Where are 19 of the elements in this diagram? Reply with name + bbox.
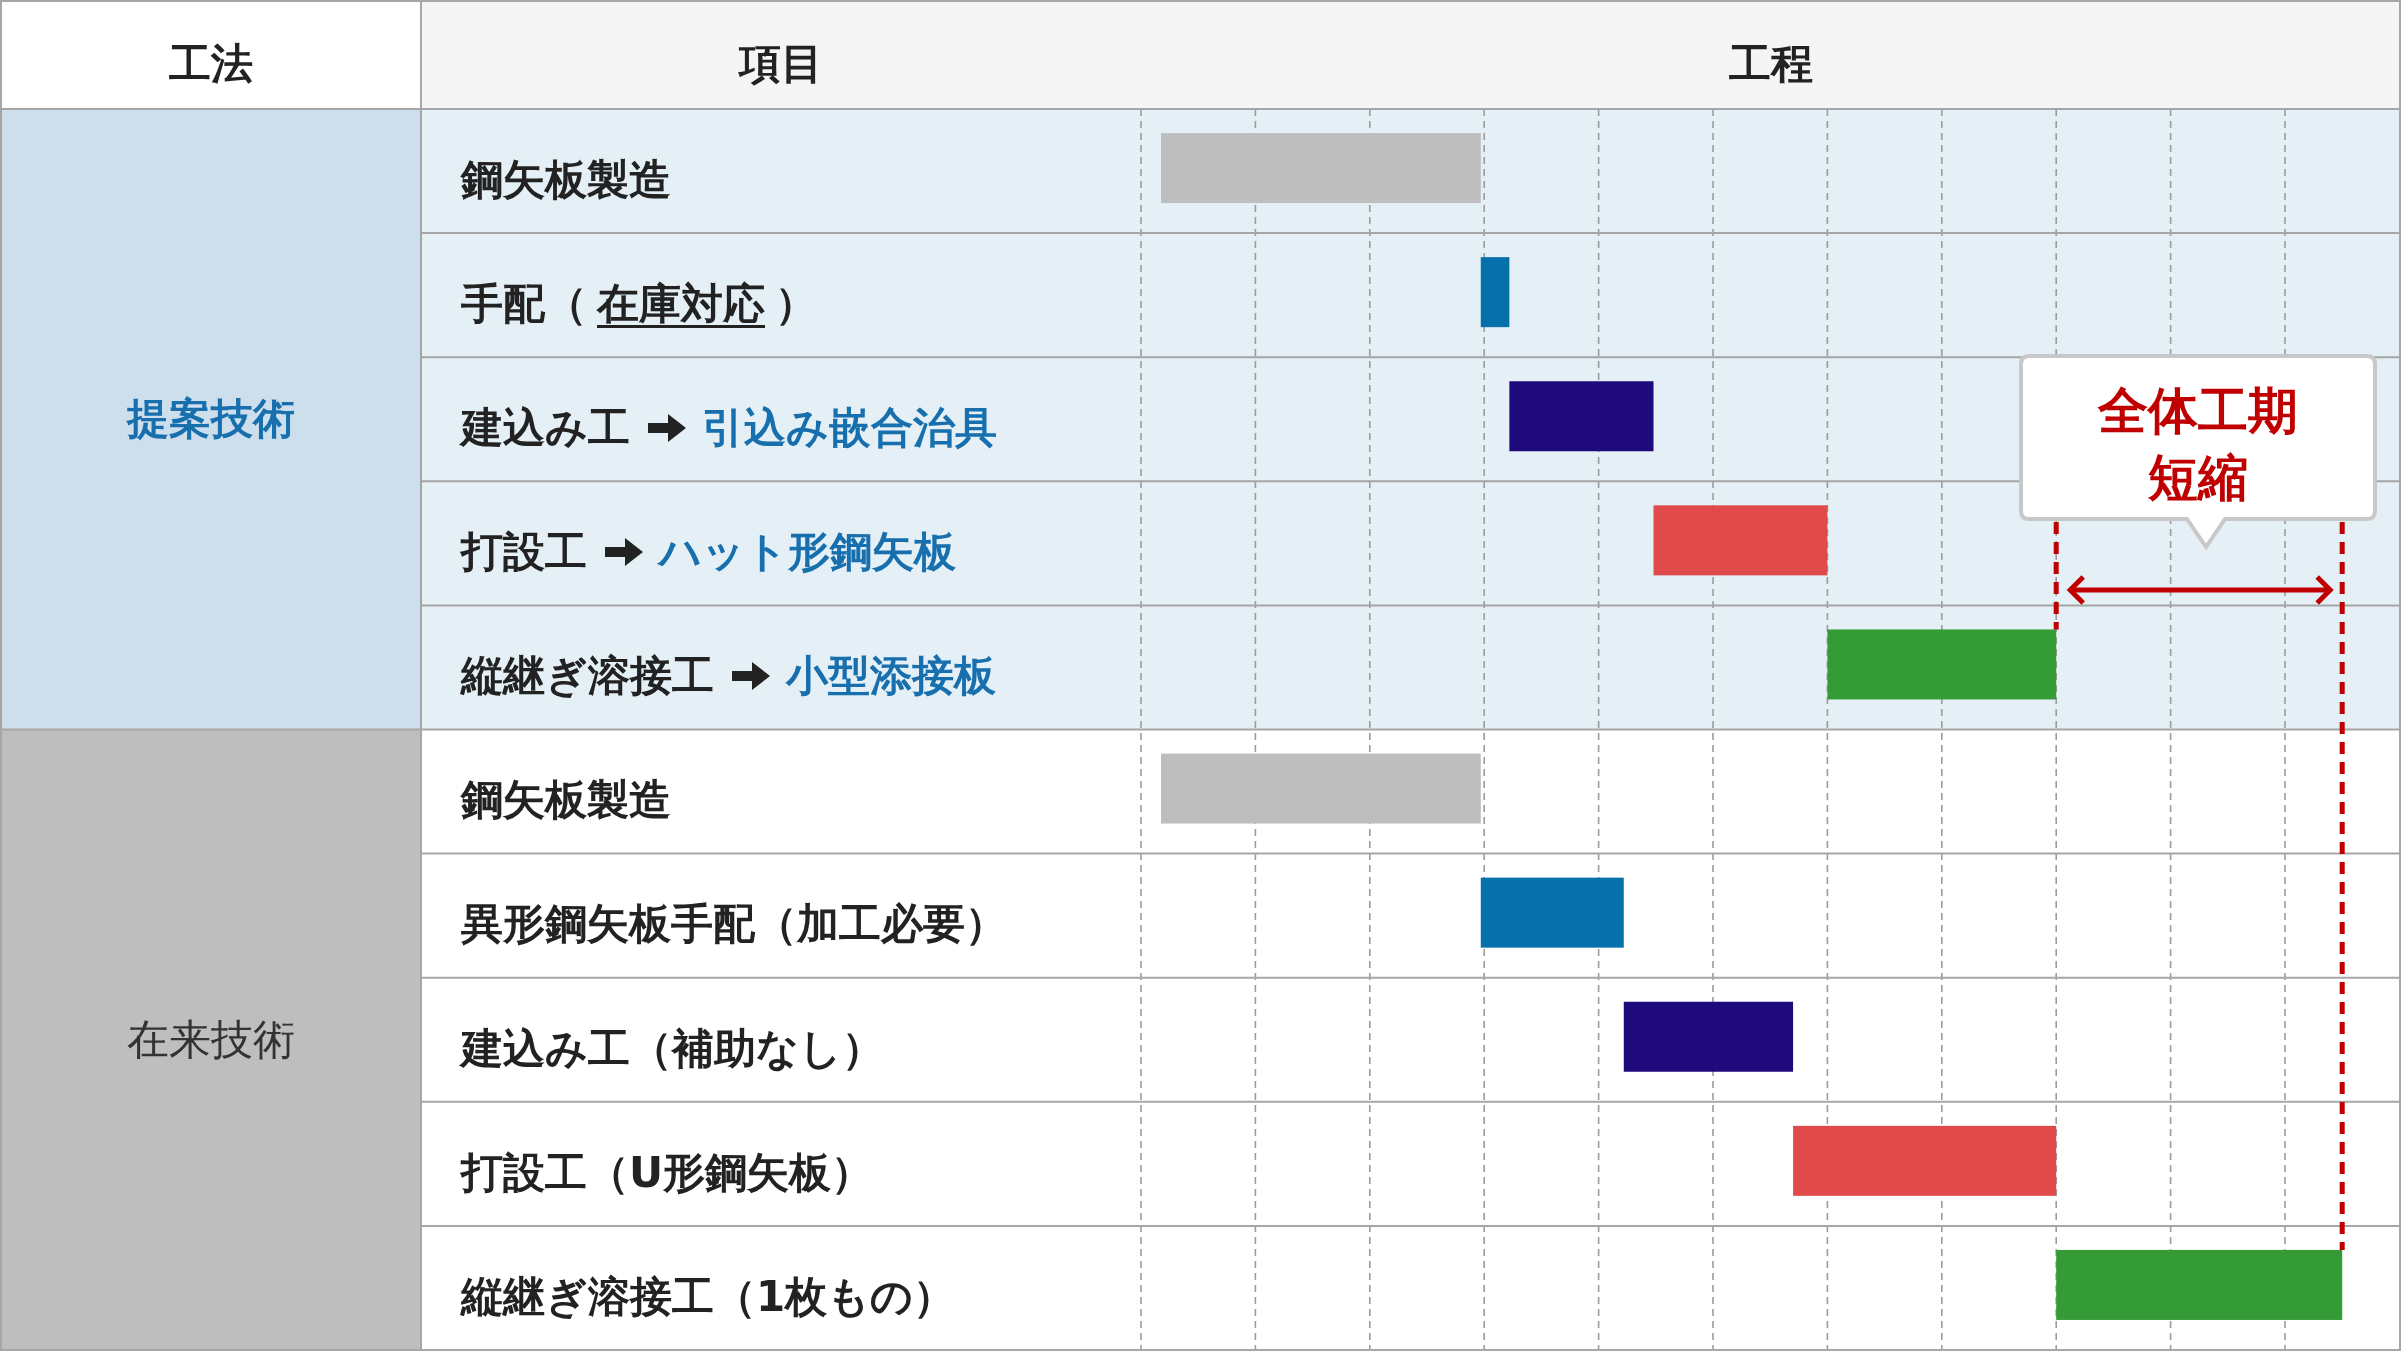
task-label: 建込み工 [461, 403, 630, 454]
group-label: 提案技術 [127, 394, 295, 445]
column-header: 工程 [1728, 39, 1813, 90]
task-label: 異形鋼矢板手配（加工必要） [461, 899, 1007, 950]
task-label: 打設工 [461, 527, 587, 578]
task-label: 縦継ぎ溶接工 [461, 651, 714, 702]
column-header: 項目 [739, 39, 823, 90]
task-label: 建込み工（補助なし） [461, 1023, 884, 1074]
task-label: 引込み嵌合治具 [702, 403, 997, 454]
task-label: 手配（ 在庫対応 ） [461, 278, 817, 330]
column-header: 工法 [169, 39, 253, 90]
task-label: ハット形鋼矢板 [659, 527, 956, 578]
task-label: 鋼矢板製造 [461, 775, 671, 826]
text-link: 在庫対応 [597, 278, 765, 328]
task-label: 小型添接板 [786, 651, 996, 702]
task-label: 縦継ぎ溶接工（1枚もの） [461, 1271, 956, 1323]
task-label: 鋼矢板製造 [461, 154, 671, 206]
task-label: 打設工（U形鋼矢板） [461, 1147, 874, 1199]
group-label: 在来技術 [127, 1014, 295, 1065]
